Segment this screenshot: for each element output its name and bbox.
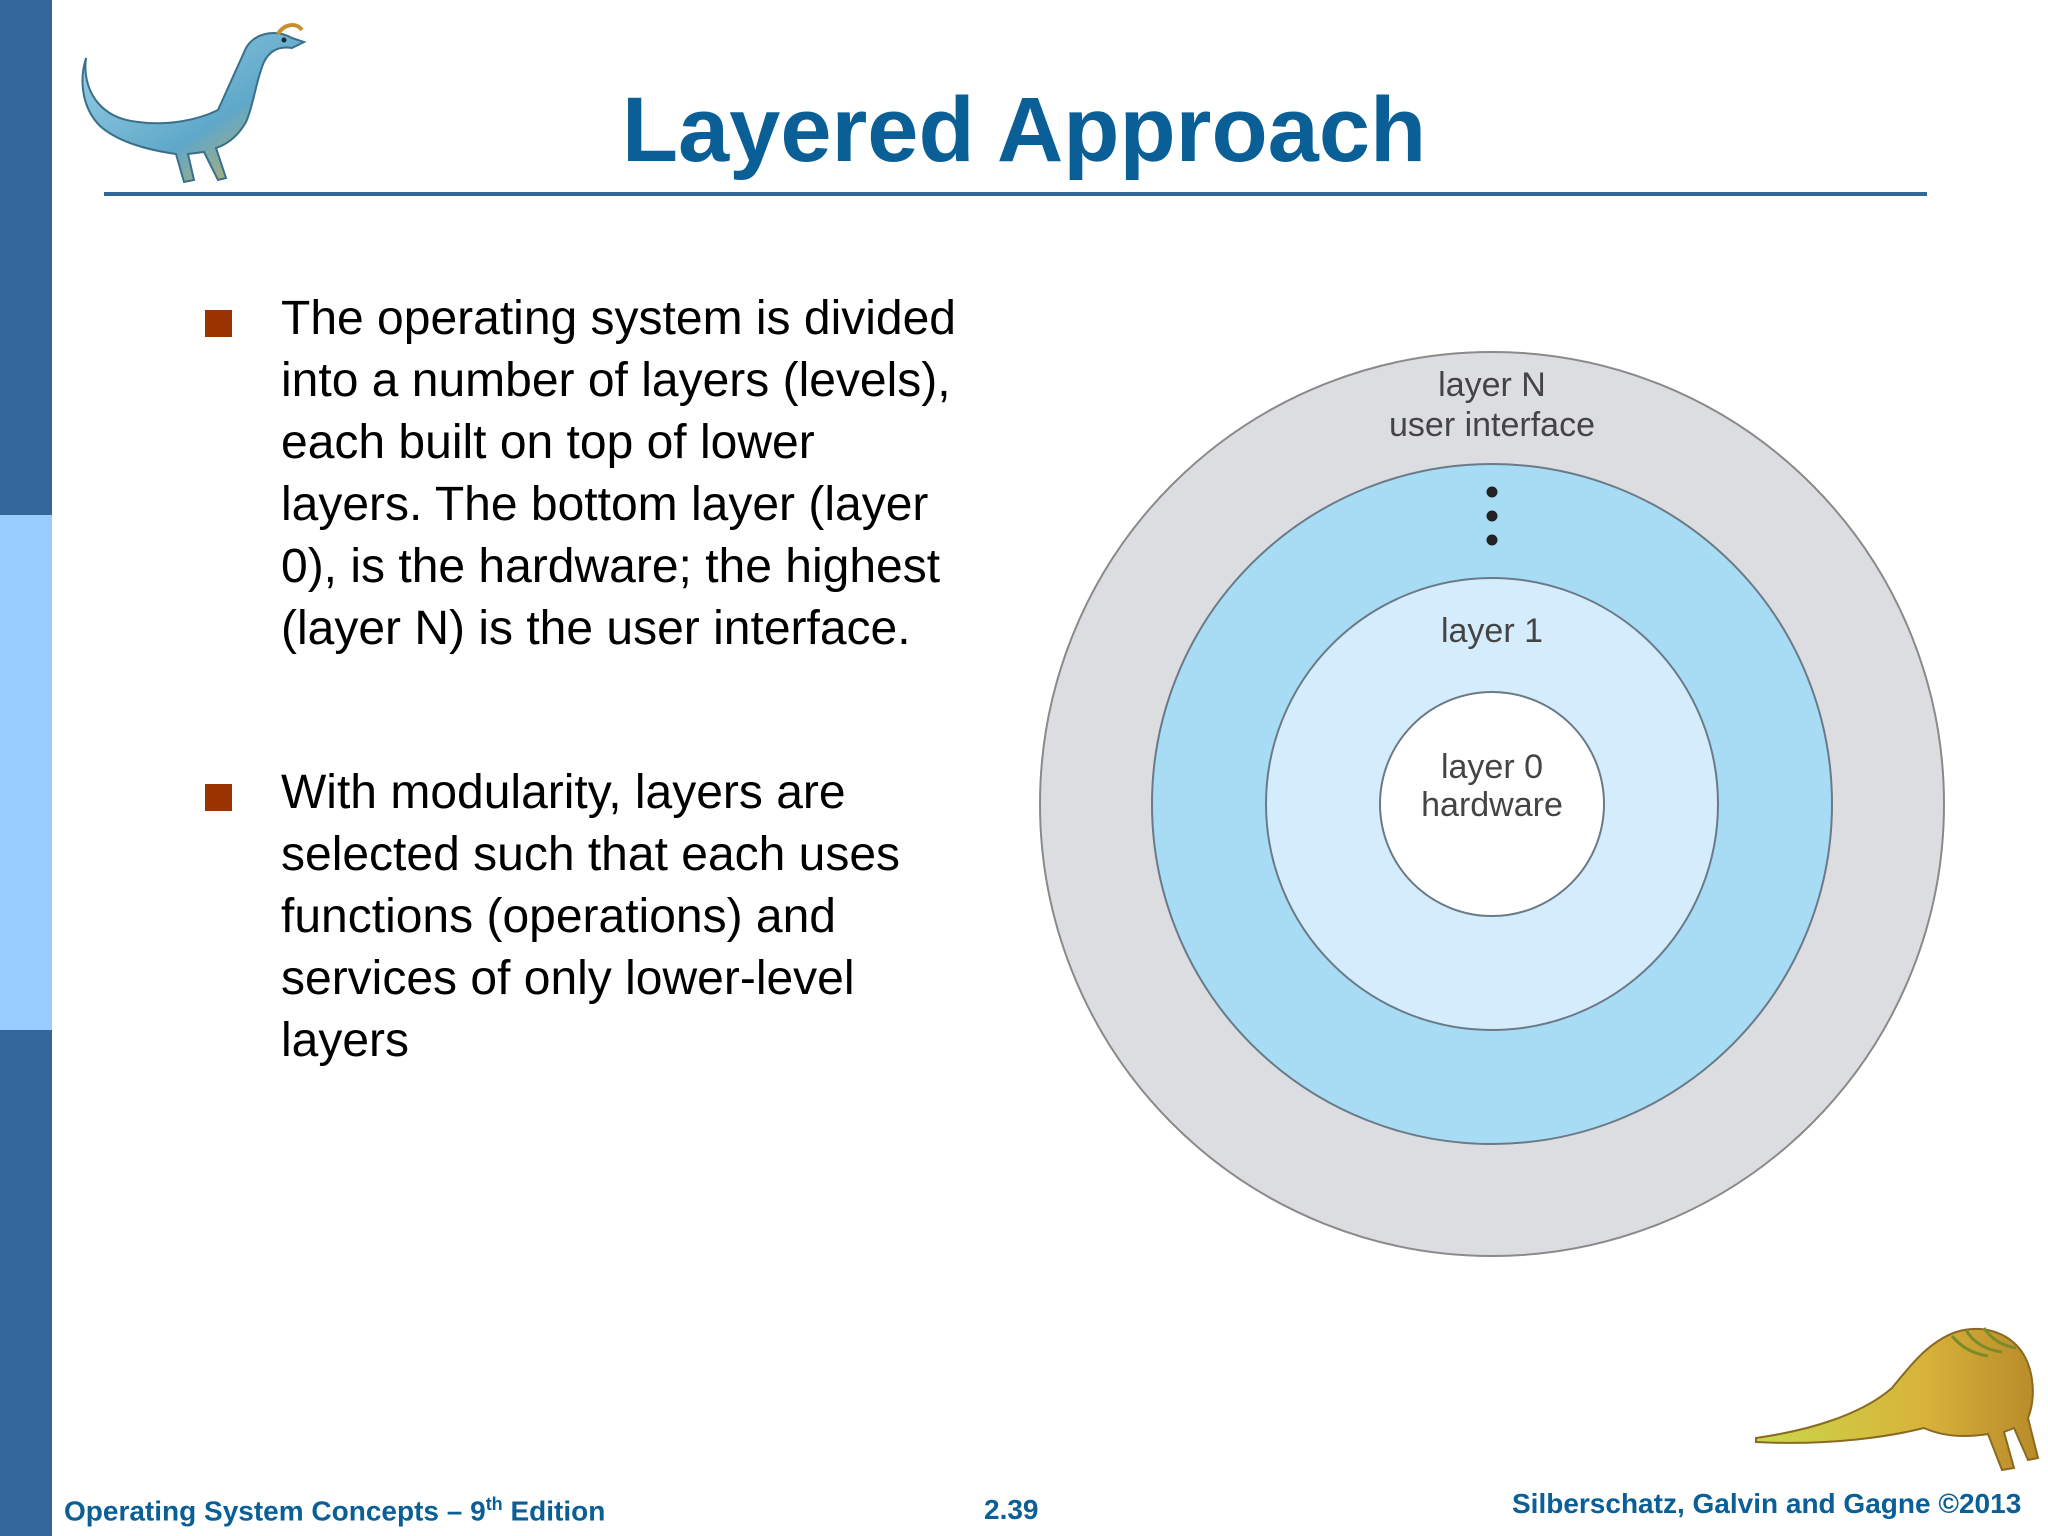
layer-n-label: layer N bbox=[1438, 366, 1546, 404]
sidebar-segment-top bbox=[0, 0, 52, 515]
bullet-text: The operating system is divided into a n… bbox=[281, 292, 956, 655]
layer-0-sublabel: hardware bbox=[1421, 786, 1563, 824]
dinosaur-bottom-right-icon bbox=[1755, 1327, 2040, 1472]
layer-0-label: layer 0 bbox=[1441, 748, 1543, 786]
bullet-item: The operating system is divided into a n… bbox=[205, 288, 965, 660]
ring-layer-0 bbox=[1379, 691, 1605, 917]
page-title: Layered Approach bbox=[621, 79, 1427, 181]
layer-n-sublabel: user interface bbox=[1389, 406, 1595, 444]
ellipsis-dot bbox=[1486, 510, 1498, 522]
bullet-item: With modularity, layers are selected suc… bbox=[205, 762, 965, 1072]
footer-title-sup: th bbox=[485, 1494, 503, 1514]
footer-title-suffix: Edition bbox=[502, 1495, 606, 1527]
bullet-marker bbox=[205, 310, 232, 337]
bullet-list: The operating system is divided into a n… bbox=[205, 288, 965, 1072]
sidebar-segment-middle bbox=[0, 515, 52, 1030]
bullet-text: With modularity, layers are selected suc… bbox=[281, 766, 901, 1067]
sidebar-stripe bbox=[0, 0, 52, 1536]
layer-1-label: layer 1 bbox=[1441, 612, 1543, 650]
footer-page-number: 2.39 bbox=[984, 1494, 1039, 1525]
title-divider bbox=[104, 192, 1927, 196]
layered-rings-diagram: layer N user interface layer 1 layer 0 h… bbox=[1039, 351, 1945, 1257]
footer-title-prefix: Operating System Concepts – 9 bbox=[64, 1495, 486, 1527]
bullet-marker bbox=[205, 784, 232, 811]
ellipsis-dot bbox=[1486, 486, 1498, 498]
footer-authors: Silberschatz, Galvin and Gagne ©2013 bbox=[1512, 1488, 2022, 1519]
ellipsis-dot bbox=[1486, 534, 1498, 546]
sidebar-segment-bottom bbox=[0, 1030, 52, 1536]
footer-book-title: Operating System Concepts – 9th Edition bbox=[64, 1494, 605, 1527]
dinosaur-top-left-icon bbox=[81, 23, 307, 184]
